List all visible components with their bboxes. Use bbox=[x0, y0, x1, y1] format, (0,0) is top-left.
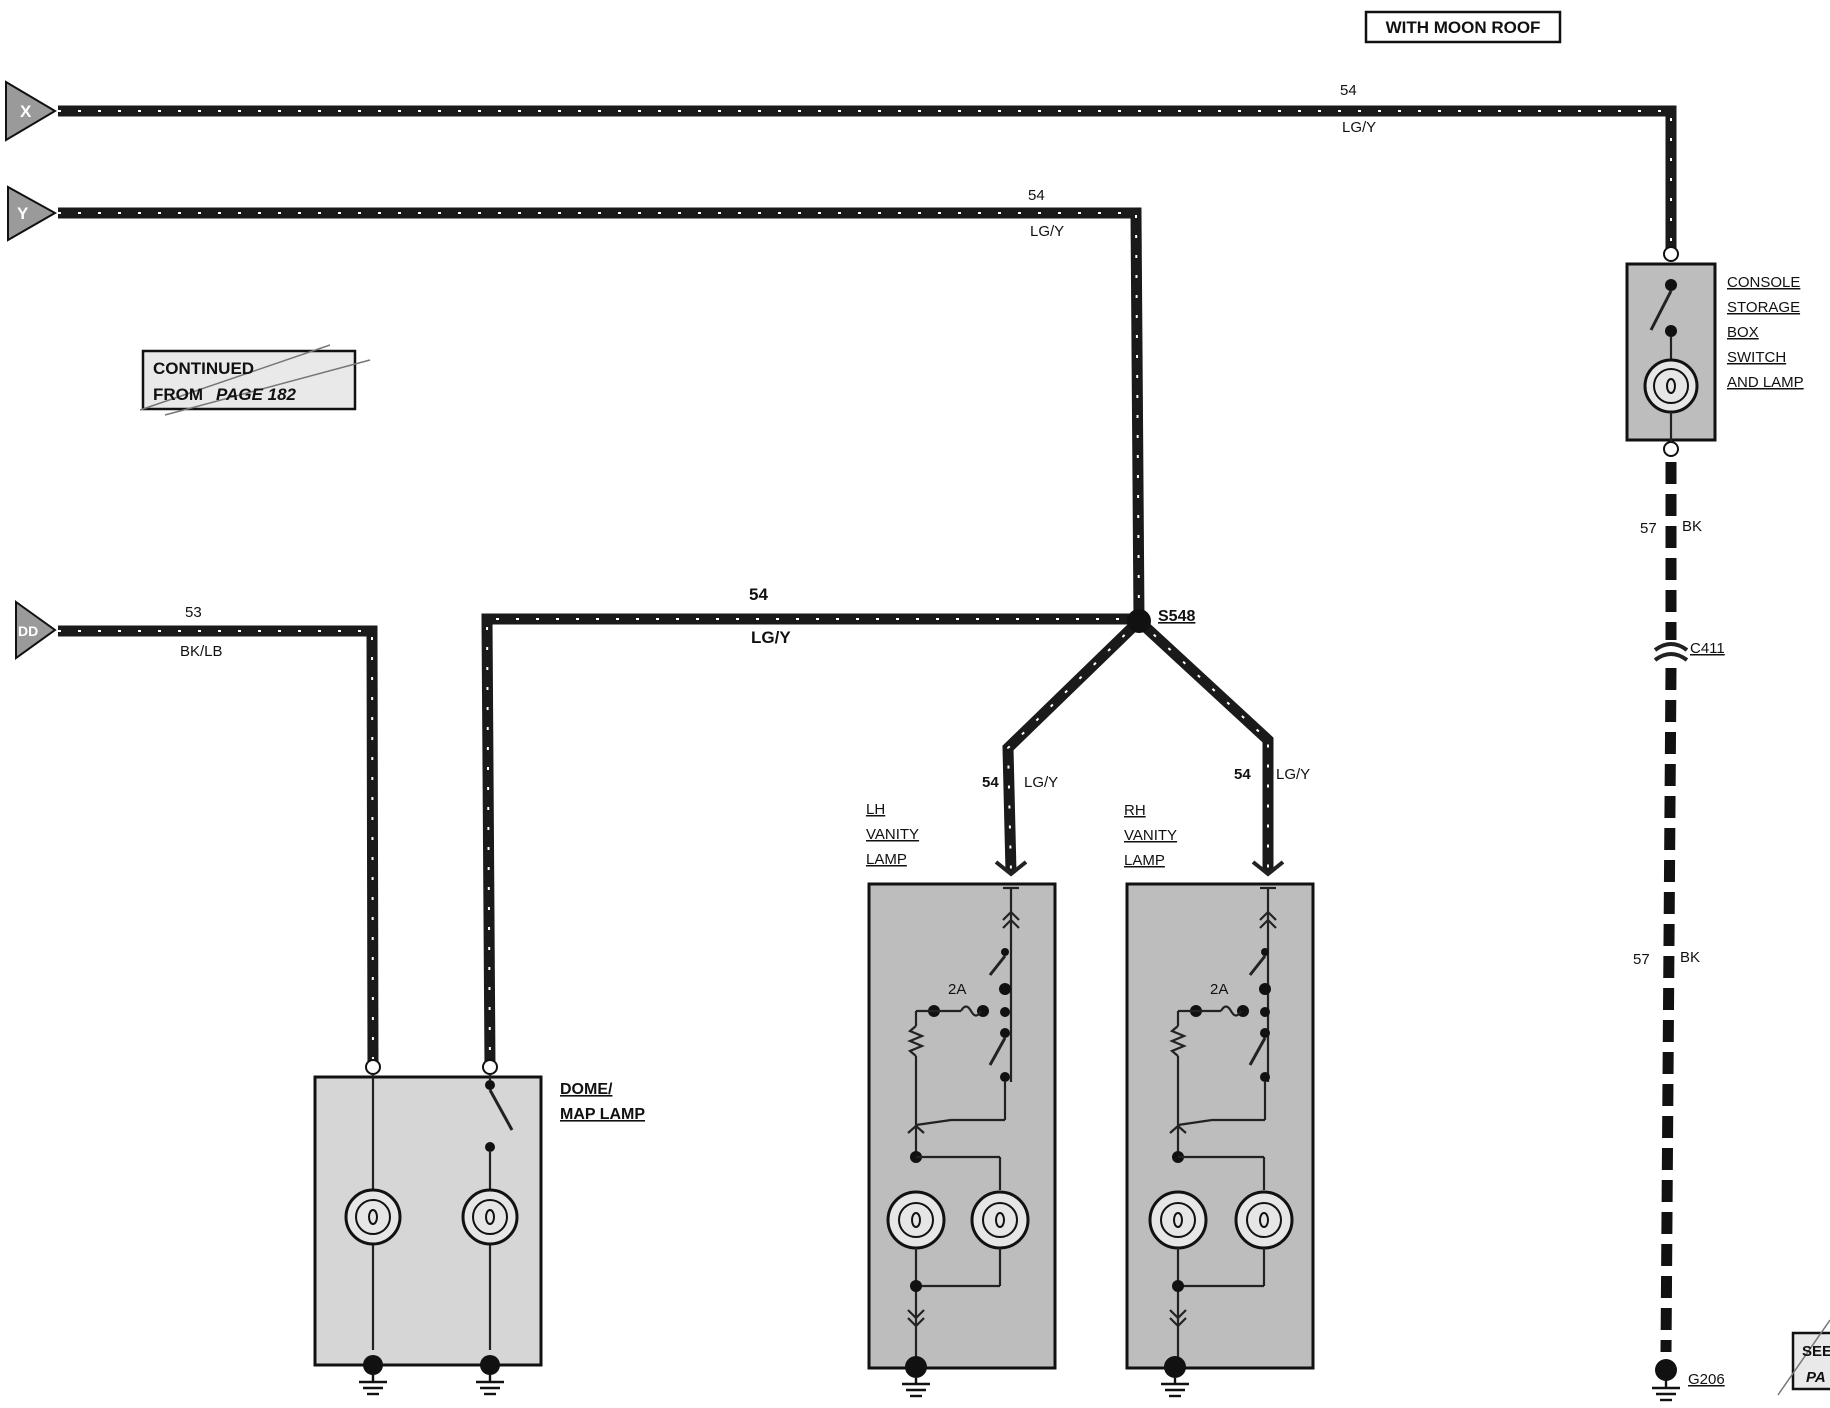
continued-line2-page: PAGE 182 bbox=[216, 385, 297, 404]
see-note-line1: SEE bbox=[1802, 1343, 1830, 1360]
dome-bulb-2 bbox=[461, 1188, 519, 1246]
wire-dd-circuit: 53 bbox=[185, 604, 202, 621]
lh-vanity-bulb-2 bbox=[970, 1190, 1030, 1250]
rh-vanity-label: RH VANITY LAMP bbox=[1124, 802, 1177, 869]
wire-ground-upper-color: BK bbox=[1682, 518, 1702, 535]
lh-label-line3: LAMP bbox=[866, 851, 907, 868]
console-storage-box-switch-lamp bbox=[1625, 246, 1717, 457]
wire-lh-branch bbox=[1002, 617, 1143, 873]
console-lamp-bulb bbox=[1643, 358, 1699, 414]
lh-label-line2: VANITY bbox=[866, 826, 919, 843]
lh-vanity-input-arrow bbox=[994, 860, 1028, 877]
see-note-line2: PA bbox=[1806, 1369, 1826, 1386]
rh-label-line3: LAMP bbox=[1124, 852, 1165, 869]
wire-x-color: LG/Y bbox=[1342, 119, 1376, 136]
wire-dd-53-bklb bbox=[58, 625, 379, 1069]
wire-rh-branch bbox=[1135, 616, 1274, 872]
console-label-line5: AND LAMP bbox=[1727, 374, 1804, 391]
wire-lh-color: LG/Y bbox=[1024, 774, 1058, 791]
connector-c411-label: C411 bbox=[1690, 640, 1725, 657]
continued-from-note: CONTINUED FROM PAGE 182 bbox=[139, 344, 371, 416]
wire-y-color: LG/Y bbox=[1030, 223, 1064, 240]
ground-g206-label: G206 bbox=[1688, 1371, 1725, 1388]
connector-x: X bbox=[5, 80, 57, 142]
wire-dome-feed-54-lgy bbox=[481, 613, 1139, 1069]
connector-dd-label: DD bbox=[18, 623, 38, 639]
lh-fuse-label: 2A bbox=[948, 981, 966, 998]
rh-vanity-lamp: 2A bbox=[1125, 882, 1315, 1398]
splice-s548: S548 bbox=[1127, 608, 1195, 633]
with-moon-roof-box: WITH MOON ROOF bbox=[1364, 10, 1562, 44]
continued-line2-prefix: FROM bbox=[153, 385, 203, 404]
wire-y-circuit: 54 bbox=[1028, 187, 1045, 204]
connector-c411: C411 bbox=[1653, 640, 1725, 662]
wire-lh-circuit: 54 bbox=[982, 774, 999, 791]
wire-rh-circuit: 54 bbox=[1234, 766, 1251, 783]
lh-label-line1: LH bbox=[866, 801, 885, 818]
rh-vanity-bulb-2 bbox=[1234, 1190, 1294, 1250]
console-label: CONSOLE STORAGE BOX SWITCH AND LAMP bbox=[1727, 274, 1804, 391]
connector-x-label: X bbox=[20, 102, 32, 121]
lh-vanity-label: LH VANITY LAMP bbox=[866, 801, 919, 868]
ground-g206: G206 bbox=[1652, 1359, 1725, 1402]
connector-y: Y bbox=[7, 185, 58, 242]
console-label-line3: BOX bbox=[1727, 324, 1759, 341]
rh-vanity-bulb-1 bbox=[1148, 1190, 1208, 1250]
wire-y-54-lgy bbox=[58, 207, 1145, 621]
wire-dome-feed-circuit: 54 bbox=[749, 585, 768, 604]
splice-s548-label: S548 bbox=[1158, 608, 1195, 625]
dome-map-lamp bbox=[313, 1059, 543, 1396]
console-label-line4: SWITCH bbox=[1727, 349, 1786, 366]
continued-line1: CONTINUED bbox=[153, 359, 254, 378]
with-moon-roof-label: WITH MOON ROOF bbox=[1386, 18, 1541, 37]
dome-bulb-1 bbox=[344, 1188, 402, 1246]
rh-fuse-label: 2A bbox=[1210, 981, 1228, 998]
wire-x-54-lgy bbox=[58, 105, 1677, 255]
wire-x-circuit: 54 bbox=[1340, 82, 1357, 99]
rh-label-line1: RH bbox=[1124, 802, 1146, 819]
connector-dd: DD bbox=[15, 600, 57, 660]
lh-vanity-lamp: 2A bbox=[867, 882, 1057, 1398]
wire-rh-color: LG/Y bbox=[1276, 766, 1310, 783]
rh-label-line2: VANITY bbox=[1124, 827, 1177, 844]
wire-dd-color: BK/LB bbox=[180, 643, 223, 660]
dome-label: DOME/ MAP LAMP bbox=[560, 1081, 645, 1123]
wire-ground-upper-circuit: 57 bbox=[1640, 520, 1657, 537]
wire-ground-lower-color: BK bbox=[1680, 949, 1700, 966]
wire-ground-lower-circuit: 57 bbox=[1633, 951, 1650, 968]
console-label-line2: STORAGE bbox=[1727, 299, 1800, 316]
connector-y-label: Y bbox=[17, 204, 29, 223]
wire-dome-feed-color: LG/Y bbox=[751, 628, 791, 647]
rh-vanity-input-arrow bbox=[1251, 860, 1285, 877]
wire-ground-57-bk bbox=[1660, 462, 1677, 1353]
see-page-note: SEE PA bbox=[1777, 1319, 1830, 1396]
dome-label-line1: DOME/ bbox=[560, 1081, 613, 1098]
console-label-line1: CONSOLE bbox=[1727, 274, 1800, 291]
dome-label-line2: MAP LAMP bbox=[560, 1106, 645, 1123]
lh-vanity-bulb-1 bbox=[886, 1190, 946, 1250]
